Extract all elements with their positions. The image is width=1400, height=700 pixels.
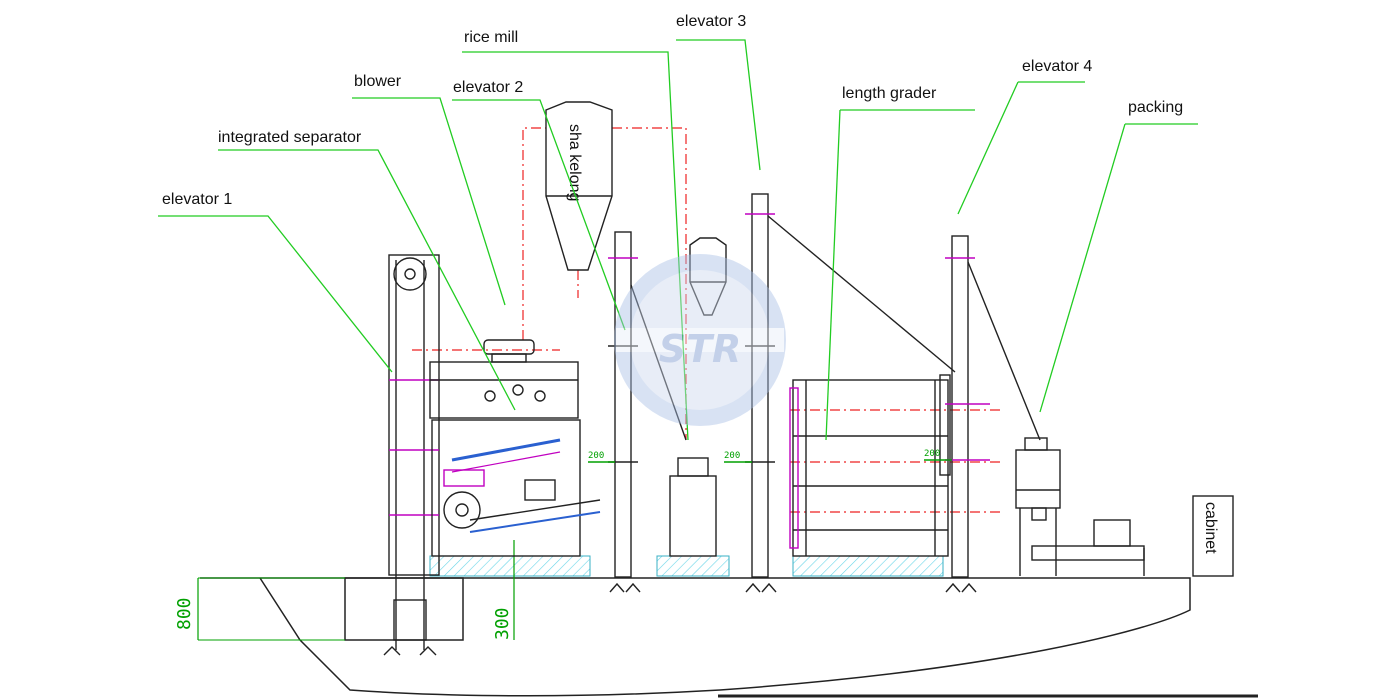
elevator-4: 200	[924, 235, 1041, 593]
blower-label: blower	[354, 73, 402, 90]
pipework	[412, 127, 1000, 513]
pit-depth-value: 800	[174, 597, 195, 630]
pit-depth-dimension: 800	[174, 577, 345, 641]
elevator-3: 200	[724, 193, 956, 593]
separator-offset-dimension: 300	[492, 540, 515, 640]
length-grader-label: length grader	[842, 85, 937, 102]
elevator-2: 200	[588, 231, 687, 593]
separator-foundation	[429, 555, 591, 577]
rice-mill-foundation	[656, 555, 730, 577]
cabinet-label: cabinet	[1202, 502, 1219, 554]
packing-label: packing	[1128, 99, 1183, 116]
elevator-3-height-mark: 200	[724, 451, 740, 461]
cyclone-label: sha kelong	[566, 124, 583, 201]
rice-mill-cyclone	[689, 237, 727, 316]
elevator-2-height-mark: 200	[588, 451, 604, 461]
watermark-text: STR	[659, 327, 742, 371]
integrated-separator	[429, 361, 601, 557]
leader-lines	[158, 39, 1198, 441]
elevator-1-label: elevator 1	[162, 191, 232, 208]
integrated-separator-label: integrated separator	[218, 129, 362, 146]
labels: elevator 1 integrated separator blower e…	[162, 13, 1183, 208]
foundation-pit	[344, 577, 464, 641]
cabinet: cabinet	[1192, 495, 1234, 577]
rice-mill	[669, 457, 717, 557]
length-grader	[789, 374, 951, 557]
elevator-4-height-mark: 200	[924, 449, 940, 459]
elevator-4-label: elevator 4	[1022, 58, 1092, 75]
rice-mill-label: rice mill	[464, 29, 518, 46]
packing-machine	[1015, 437, 1145, 576]
elevator-1	[383, 254, 440, 656]
ground	[200, 577, 1191, 697]
elevator-2-label: elevator 2	[453, 79, 523, 96]
length-grader-foundation	[792, 555, 944, 577]
separator-offset-value: 300	[492, 607, 513, 640]
cyclone: sha kelong	[545, 101, 613, 271]
blower	[483, 339, 535, 363]
elevator-3-label: elevator 3	[676, 13, 746, 30]
str-watermark: STR	[614, 254, 786, 426]
